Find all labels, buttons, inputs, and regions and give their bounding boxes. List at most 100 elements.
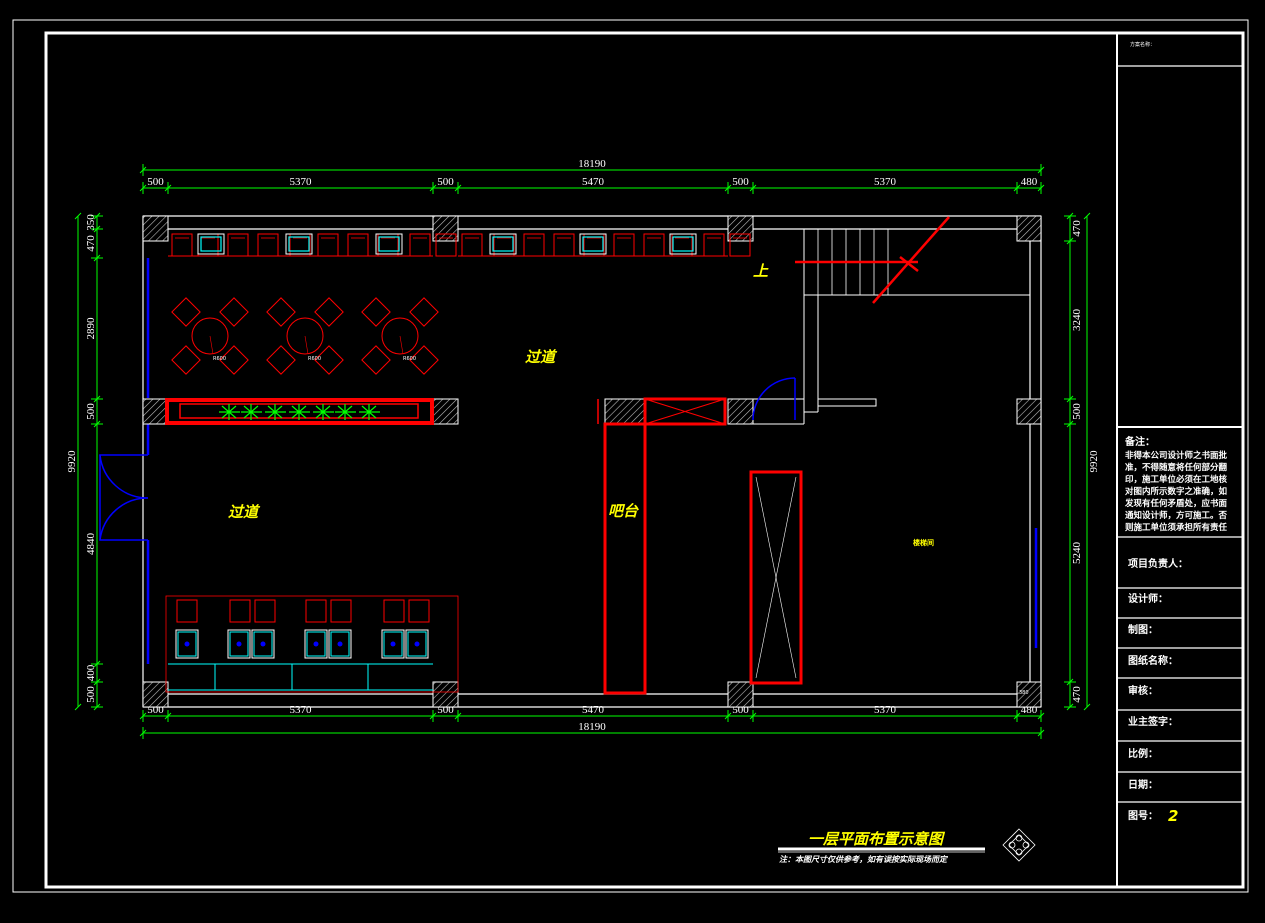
sofa-table (251, 629, 275, 659)
dim-overall-label: 9920 (66, 450, 78, 473)
dim-label: 5370 (290, 176, 313, 188)
sofa-seat (383, 599, 405, 623)
owner-sign-label: 业主签字： (1128, 715, 1178, 728)
dim-label: 470 (85, 235, 97, 252)
dim-label: 500 (147, 176, 164, 188)
drawing-no-label: 图号： (1128, 810, 1158, 822)
dim-overall-label: 18190 (578, 721, 606, 733)
booth-seat (703, 233, 725, 257)
remarks-lines: 非得本公司设计师之书面批 准，不得随意将任何部分翻 印，施工单位必须在工地核 对… (1124, 450, 1228, 533)
dim-label: 5370 (290, 704, 313, 716)
designer-label: 设计师： (1128, 592, 1168, 605)
round-table: R600 (361, 297, 439, 375)
booth-table (197, 233, 225, 255)
round-table: R600 (266, 297, 344, 375)
entry-door[interactable] (99, 454, 149, 541)
stair-up-label: 上 (753, 262, 769, 280)
booth-table (579, 233, 607, 255)
drafter-label: 制图： (1128, 623, 1158, 636)
table-radius-label: R600 (403, 356, 416, 362)
chair (171, 345, 201, 375)
booth-seat (435, 233, 457, 257)
bottom-sofa-seating (165, 595, 459, 693)
dim-label: 5240 (1071, 542, 1083, 565)
title-block-top-note: 方案名称： (1130, 41, 1155, 48)
dim-label: 500 (732, 176, 749, 188)
sofa-table (175, 629, 199, 659)
sofa-table (227, 629, 251, 659)
booth-seat (613, 233, 635, 257)
booth-seat (553, 233, 575, 257)
compass-logo-icon (1002, 828, 1036, 862)
chair (409, 345, 439, 375)
dim-overall-label: 18190 (578, 158, 606, 170)
corridor-upper-label: 过道 (525, 348, 558, 366)
glass-walls (146, 258, 1038, 664)
display-cabinet (749, 470, 803, 685)
table-radius-label: R600 (308, 356, 321, 362)
dim-label: 400 (85, 664, 97, 681)
chair (171, 297, 201, 327)
sofa-table (381, 629, 405, 659)
chair (314, 297, 344, 327)
svg-text:则施工单位须承担所有责任: 则施工单位须承担所有责任 (1125, 522, 1228, 533)
reviewer-label: 审核： (1128, 684, 1158, 697)
sofa-seat (305, 599, 327, 623)
svg-text:对图内所示数字之准确，如: 对图内所示数字之准确，如 (1125, 486, 1228, 497)
corridor-lower-label: 过道 (228, 503, 261, 521)
bar-counter (597, 397, 727, 695)
chair (219, 297, 249, 327)
small-room-door[interactable] (752, 377, 796, 421)
columns (142, 215, 1042, 708)
title-block-grid (1117, 65, 1243, 803)
project-lead-label: 项目负责人： (1128, 557, 1188, 570)
dim-label: 500 (437, 176, 454, 188)
dim-overall-label: 9920 (1088, 450, 1100, 473)
chair (409, 297, 439, 327)
round-table: R600 (171, 297, 249, 375)
sofa-seat (408, 599, 430, 623)
chair (266, 345, 296, 375)
drawing-footnote: 注：本图尺寸仅供参考，如有误按实际现场而定 (779, 855, 949, 864)
dim-label: 5470 (582, 176, 605, 188)
small-room-label: 楼梯间 (913, 538, 934, 547)
booth-seat (347, 233, 369, 257)
dim-label: 500 (85, 403, 97, 420)
dim-label: 500 (1071, 403, 1083, 420)
dim-label: 500 (85, 686, 97, 703)
booth-table (489, 233, 517, 255)
dim-label: 470 (1071, 220, 1083, 237)
svg-text:准，不得随意将任何部分翻: 准，不得随意将任何部分翻 (1125, 462, 1228, 473)
chair (266, 297, 296, 327)
date-label: 日期： (1128, 778, 1158, 791)
booth-seat (461, 233, 483, 257)
sofa-seat (176, 599, 198, 623)
top-booth-seating (168, 233, 751, 257)
booth-table (285, 233, 313, 255)
dim-label: 5370 (874, 176, 897, 188)
booth-seat (227, 233, 249, 257)
dim-label: 5370 (874, 704, 897, 716)
dim-label: 2890 (85, 317, 97, 340)
sofa-table (405, 629, 429, 659)
chair (361, 297, 391, 327)
booth-seat (409, 233, 431, 257)
booth-seat (171, 233, 193, 257)
svg-text:发现有任何矛盾处，应书面: 发现有任何矛盾处，应书面 (1124, 498, 1228, 509)
booth-seat (257, 233, 279, 257)
booth-seat (523, 233, 545, 257)
outer-walls (142, 215, 1042, 708)
sofa-seat (254, 599, 276, 623)
booth-seat (317, 233, 339, 257)
booth-seat (643, 233, 665, 257)
dim-label: 3240 (1071, 309, 1083, 332)
dim-label: 4840 (85, 533, 97, 556)
sofa-table (328, 629, 352, 659)
booth-seat (729, 233, 751, 257)
booth-table (669, 233, 697, 255)
dim-label: 470 (1071, 686, 1083, 703)
remarks-title: 备注： (1124, 435, 1155, 448)
scale-label: 比例： (1128, 747, 1158, 760)
